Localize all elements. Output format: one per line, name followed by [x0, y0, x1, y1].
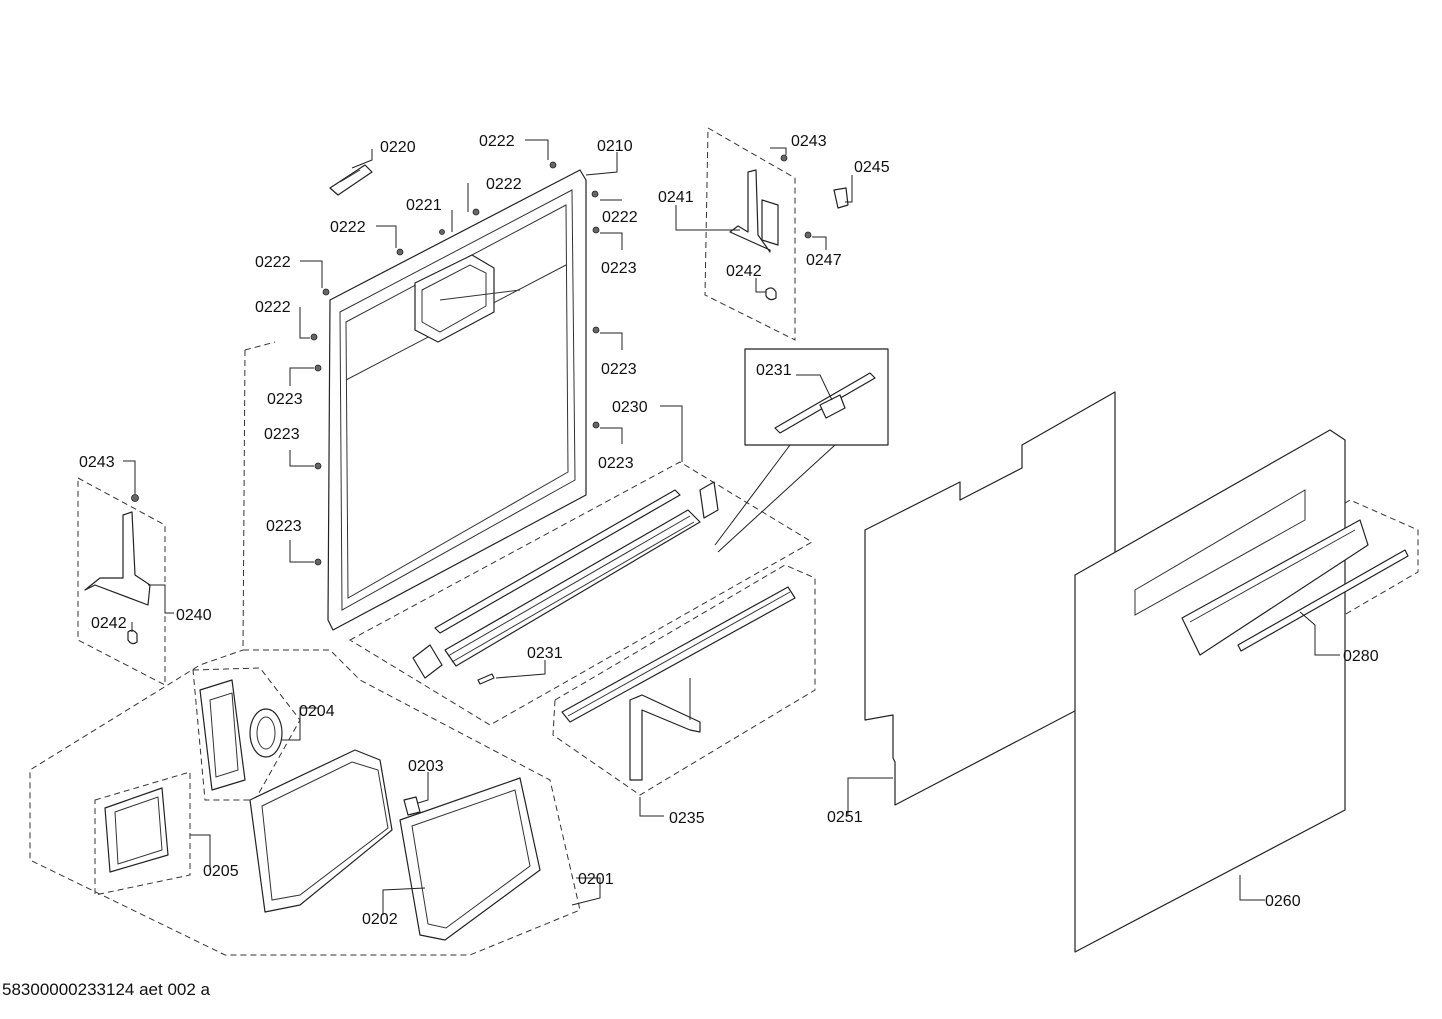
label-0231-a: 0231: [756, 362, 792, 379]
inset-detail-0231: [714, 348, 889, 553]
control-parts: [104, 679, 541, 941]
label-0203: 0203: [408, 758, 444, 775]
label-0223-c: 0223: [267, 391, 303, 408]
label-0223-f: 0223: [266, 518, 302, 535]
label-0223-e: 0223: [598, 455, 634, 472]
label-0247: 0247: [806, 252, 842, 269]
label-0201: 0201: [578, 871, 614, 888]
handle-group-0280: [1181, 519, 1409, 656]
lower-strip-group: [412, 481, 719, 685]
label-0231-b: 0231: [527, 645, 563, 662]
drawing-id: 58300000233124 aet 002 a: [2, 980, 210, 999]
label-0222-b: 0222: [486, 176, 522, 193]
label-0280: 0280: [1343, 648, 1379, 665]
screws: [131, 154, 812, 566]
label-0243-a: 0243: [791, 133, 827, 150]
label-0210: 0210: [597, 138, 633, 155]
label-0243-b: 0243: [79, 454, 115, 471]
hinge-assembly-left: [84, 511, 151, 645]
label-0204: 0204: [299, 703, 335, 720]
label-0240: 0240: [176, 607, 212, 624]
label-0241: 0241: [658, 189, 694, 206]
part-labels: 0220 0222 0210 0222 0221 0222 0222 0222 …: [79, 133, 1379, 928]
label-0223-d: 0223: [264, 426, 300, 443]
label-0260: 0260: [1265, 893, 1301, 910]
label-0220: 0220: [380, 139, 416, 156]
label-0221: 0221: [406, 197, 442, 214]
front-panel-0260: [1074, 429, 1346, 953]
label-0222-d: 0222: [330, 219, 366, 236]
rail-group-0235: [561, 586, 796, 781]
label-0205: 0205: [203, 863, 239, 880]
inner-door-frame: [327, 169, 587, 631]
label-0251: 0251: [827, 809, 863, 826]
label-0245: 0245: [854, 159, 890, 176]
label-0222-a: 0222: [479, 133, 515, 150]
label-0242-b: 0242: [91, 615, 127, 632]
label-0222-e: 0222: [255, 254, 291, 271]
label-0235: 0235: [669, 810, 705, 827]
leader-lines: [123, 139, 1340, 915]
label-0223-b: 0223: [601, 361, 637, 378]
label-0222-f: 0222: [255, 299, 291, 316]
label-0222-c: 0222: [602, 209, 638, 226]
label-0242-a: 0242: [726, 263, 762, 280]
label-0223-a: 0223: [601, 260, 637, 277]
hinge-assembly-right: [729, 169, 849, 301]
label-0230: 0230: [612, 399, 648, 416]
label-0202: 0202: [362, 911, 398, 928]
hinge-bracket-0220: [329, 164, 373, 196]
